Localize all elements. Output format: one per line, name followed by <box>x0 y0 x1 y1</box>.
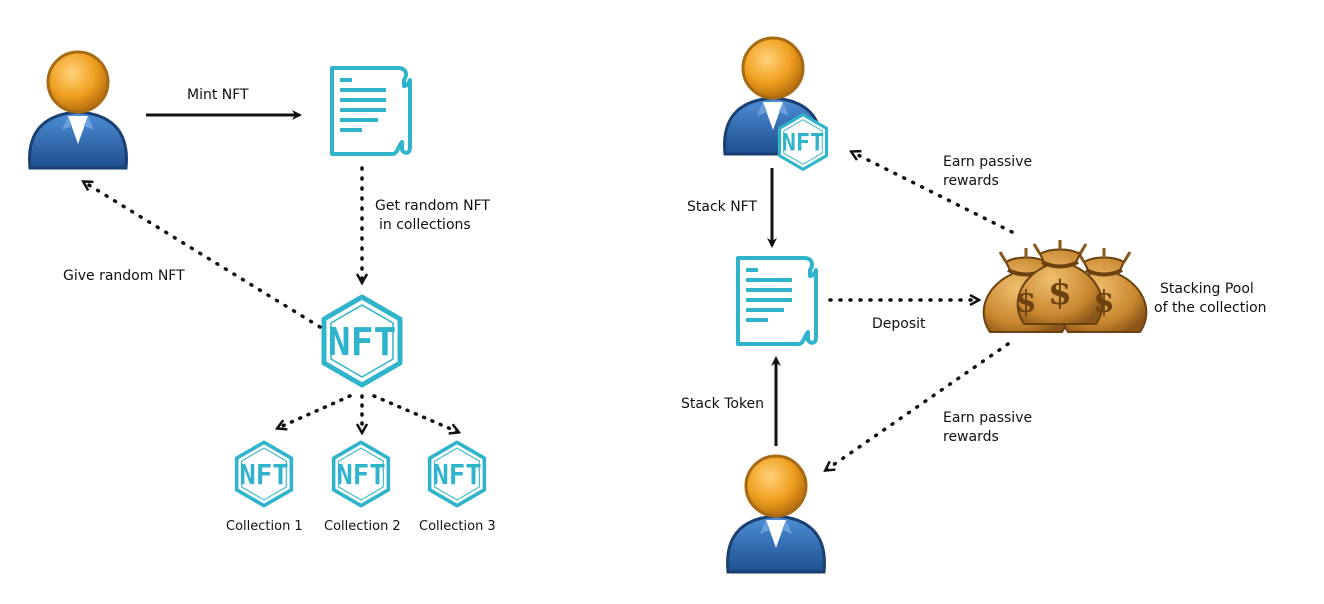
mint-nft-label: Mint NFT <box>187 87 249 103</box>
collection-2-nft-icon: NFT <box>331 440 391 508</box>
svg-text:$: $ <box>1094 285 1115 320</box>
mint-document-icon <box>330 66 412 156</box>
svg-text:NFT: NFT <box>432 460 481 491</box>
get-random-label-line2: in collections <box>379 217 471 233</box>
earn-top-label-line1: Earn passive <box>943 154 1033 170</box>
svg-text:NFT: NFT <box>782 129 825 157</box>
staker-token-user-avatar <box>726 454 826 574</box>
give-random-arrow <box>84 182 322 329</box>
collection-3-label: Collection 3 <box>419 519 496 534</box>
svg-text:$: $ <box>1048 273 1072 313</box>
collection-2-label: Collection 2 <box>324 519 401 534</box>
staker-nft-badge-icon: NFT <box>777 113 829 171</box>
stacking-pool-label-line1: Stacking Pool <box>1160 281 1254 297</box>
to-collection-3-arrow <box>372 394 458 432</box>
stacking-pool-label-line2: of the collection <box>1154 300 1267 316</box>
stack-nft-label: Stack NFT <box>687 199 758 215</box>
collection-3-nft-icon: NFT <box>427 440 487 508</box>
earn-top-label-line2: rewards <box>943 173 999 189</box>
svg-text:NFT: NFT <box>239 460 288 491</box>
stack-token-label: Stack Token <box>681 396 765 412</box>
deposit-label: Deposit <box>872 316 926 332</box>
earn-bottom-arrow <box>826 342 1010 470</box>
minter-user-avatar <box>28 50 128 170</box>
to-collection-1-arrow <box>278 394 352 428</box>
earn-top-arrow <box>852 152 1014 234</box>
svg-text:NFT: NFT <box>336 460 385 491</box>
earn-bottom-label-line2: rewards <box>943 429 999 445</box>
give-random-label: Give random NFT <box>63 268 185 284</box>
svg-text:NFT: NFT <box>328 320 397 364</box>
collection-1-label: Collection 1 <box>226 519 303 534</box>
money-bags-icon: $ $ $ <box>981 238 1149 334</box>
nft-main-icon: NFT <box>324 297 400 385</box>
collection-1-nft-icon: NFT <box>234 440 294 508</box>
earn-bottom-label-line1: Earn passive <box>943 410 1033 426</box>
get-random-label-line1: Get random NFT <box>375 198 490 214</box>
svg-text:$: $ <box>1016 285 1037 320</box>
stake-contract-document-icon <box>736 256 818 346</box>
